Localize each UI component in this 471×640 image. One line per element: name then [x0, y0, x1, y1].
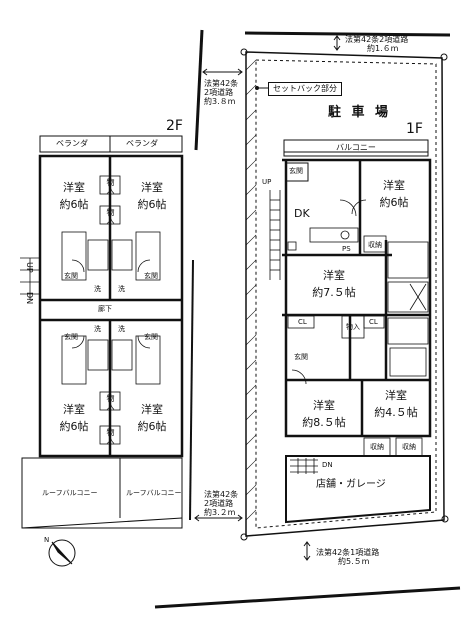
site-boundary	[245, 51, 445, 537]
genkan-2f-4: 玄関	[144, 333, 158, 341]
room-2f-bl: 洋室約6帖	[60, 404, 89, 432]
room-1f-b: 洋室約7.５帖	[312, 270, 356, 298]
wash-2f-2: 洗	[118, 285, 125, 293]
road-line-bottom	[154, 586, 461, 609]
stairs-up-2f: UP	[25, 262, 34, 273]
parking-label: 駐 車 場	[328, 105, 392, 120]
storage-2f-4: 物入	[106, 428, 115, 444]
setback-callout: セットバック部分	[268, 82, 342, 96]
storage-1f-d2: 収納	[402, 443, 416, 451]
storage-1f-d1: 収納	[370, 443, 384, 451]
genkan-2f-1: 玄関	[64, 272, 78, 280]
wash-2f-3: 洗	[94, 325, 101, 333]
road-bottom-line1: 法第42条1項道路	[316, 548, 380, 557]
storage-1f-dk: 収納	[368, 241, 382, 249]
room-1f-b-size: 約7.５帖	[312, 286, 356, 299]
road-lower-line3: 約3.２m	[204, 508, 236, 518]
storage-2f-3: 物入	[106, 394, 115, 410]
stairs-dn-1f: DN	[322, 461, 333, 469]
compass-needle	[51, 541, 73, 565]
room-2f-bl-type: 洋室	[63, 403, 85, 416]
compass-label: N	[44, 536, 50, 544]
balcony-1f: バルコニー	[336, 143, 376, 152]
road-line-left-upper	[194, 29, 204, 151]
wash-2f-4: 洗	[118, 325, 125, 333]
room-2f-bl-size: 約6帖	[59, 420, 89, 433]
roof-balcony-left: ルーフバルコニー	[42, 489, 98, 497]
road-line-top	[244, 31, 451, 37]
cl-right: CL	[369, 318, 378, 326]
wash-2f-1: 洗	[94, 285, 101, 293]
road-middle-line1: 法第42条	[204, 79, 239, 88]
veranda-left: ベランダ	[56, 139, 88, 148]
road-top-line1: 法第42条2項道路	[345, 35, 409, 44]
stairs-up-1f: UP	[262, 178, 272, 186]
setback-line	[255, 59, 437, 529]
stairs-dn-2f: DN	[25, 292, 34, 305]
road-bottom-line2: 約5.５m	[338, 557, 370, 567]
room-2f-tl-type: 洋室	[63, 181, 85, 194]
corridor-2f: 廊下	[98, 305, 112, 313]
room-1f-a: 洋室約6帖	[380, 180, 409, 208]
room-1f-b-type: 洋室	[323, 269, 345, 282]
floor-label-2f: 2F	[166, 118, 183, 134]
room-2f-tl-size: 約6帖	[59, 198, 89, 211]
ps-label: PS	[342, 245, 351, 253]
room-1f-a-type: 洋室	[383, 179, 405, 192]
genkan-1f-top: 玄関	[289, 167, 303, 175]
storage-2f-2: 物入	[106, 208, 115, 224]
genkan-1f-mid: 玄関	[294, 353, 308, 361]
dk-label: DK	[294, 207, 310, 220]
room-2f-tr: 洋室約6帖	[138, 182, 167, 210]
road-top: 法第42条2項道路 約1.６m	[345, 35, 408, 53]
room-2f-br: 洋室約6帖	[138, 404, 167, 432]
veranda-right: ベランダ	[126, 139, 158, 148]
room-1f-d: 洋室約4.５帖	[374, 390, 418, 418]
road-lower-line1: 法第42条	[204, 490, 239, 499]
road-top-line2: 約1.６m	[367, 44, 399, 54]
room-2f-tr-size: 約6帖	[137, 198, 167, 211]
compass-ring	[48, 539, 76, 567]
room-2f-tl: 洋室約6帖	[60, 182, 89, 210]
room-2f-br-size: 約6帖	[137, 420, 167, 433]
floor-label-1f: 1F	[406, 121, 423, 137]
room-2f-br-type: 洋室	[141, 403, 163, 416]
room-1f-d-type: 洋室	[385, 389, 407, 402]
room-1f-a-size: 約6帖	[379, 196, 409, 209]
road-middle-line3: 約3.８m	[204, 97, 236, 107]
genkan-2f-2: 玄関	[144, 272, 158, 280]
room-1f-d-size: 約4.５帖	[374, 406, 418, 419]
road-middle: 法第42条 2項道路 約3.８m	[204, 79, 238, 107]
road-lower-line2: 2項道路	[204, 499, 234, 509]
roof-balcony-right: ルーフバルコニー	[126, 489, 182, 497]
room-2f-tr-type: 洋室	[141, 181, 163, 194]
storage-1f-mid: 物入	[346, 323, 360, 331]
shop-garage: 店舗・ガレージ	[316, 479, 386, 490]
room-1f-c-size: 約8.５帖	[302, 416, 346, 429]
road-middle-line2: 2項道路	[204, 88, 234, 98]
room-1f-c-type: 洋室	[313, 399, 335, 412]
road-line-left-lower	[189, 259, 194, 521]
road-bottom: 法第42条1項道路 約5.５m	[316, 548, 379, 566]
road-lower: 法第42条 2項道路 約3.２m	[204, 490, 238, 518]
room-1f-c: 洋室約8.５帖	[302, 400, 346, 428]
genkan-2f-3: 玄関	[64, 333, 78, 341]
storage-2f-1: 物入	[106, 178, 115, 194]
cl-left: CL	[298, 318, 307, 326]
